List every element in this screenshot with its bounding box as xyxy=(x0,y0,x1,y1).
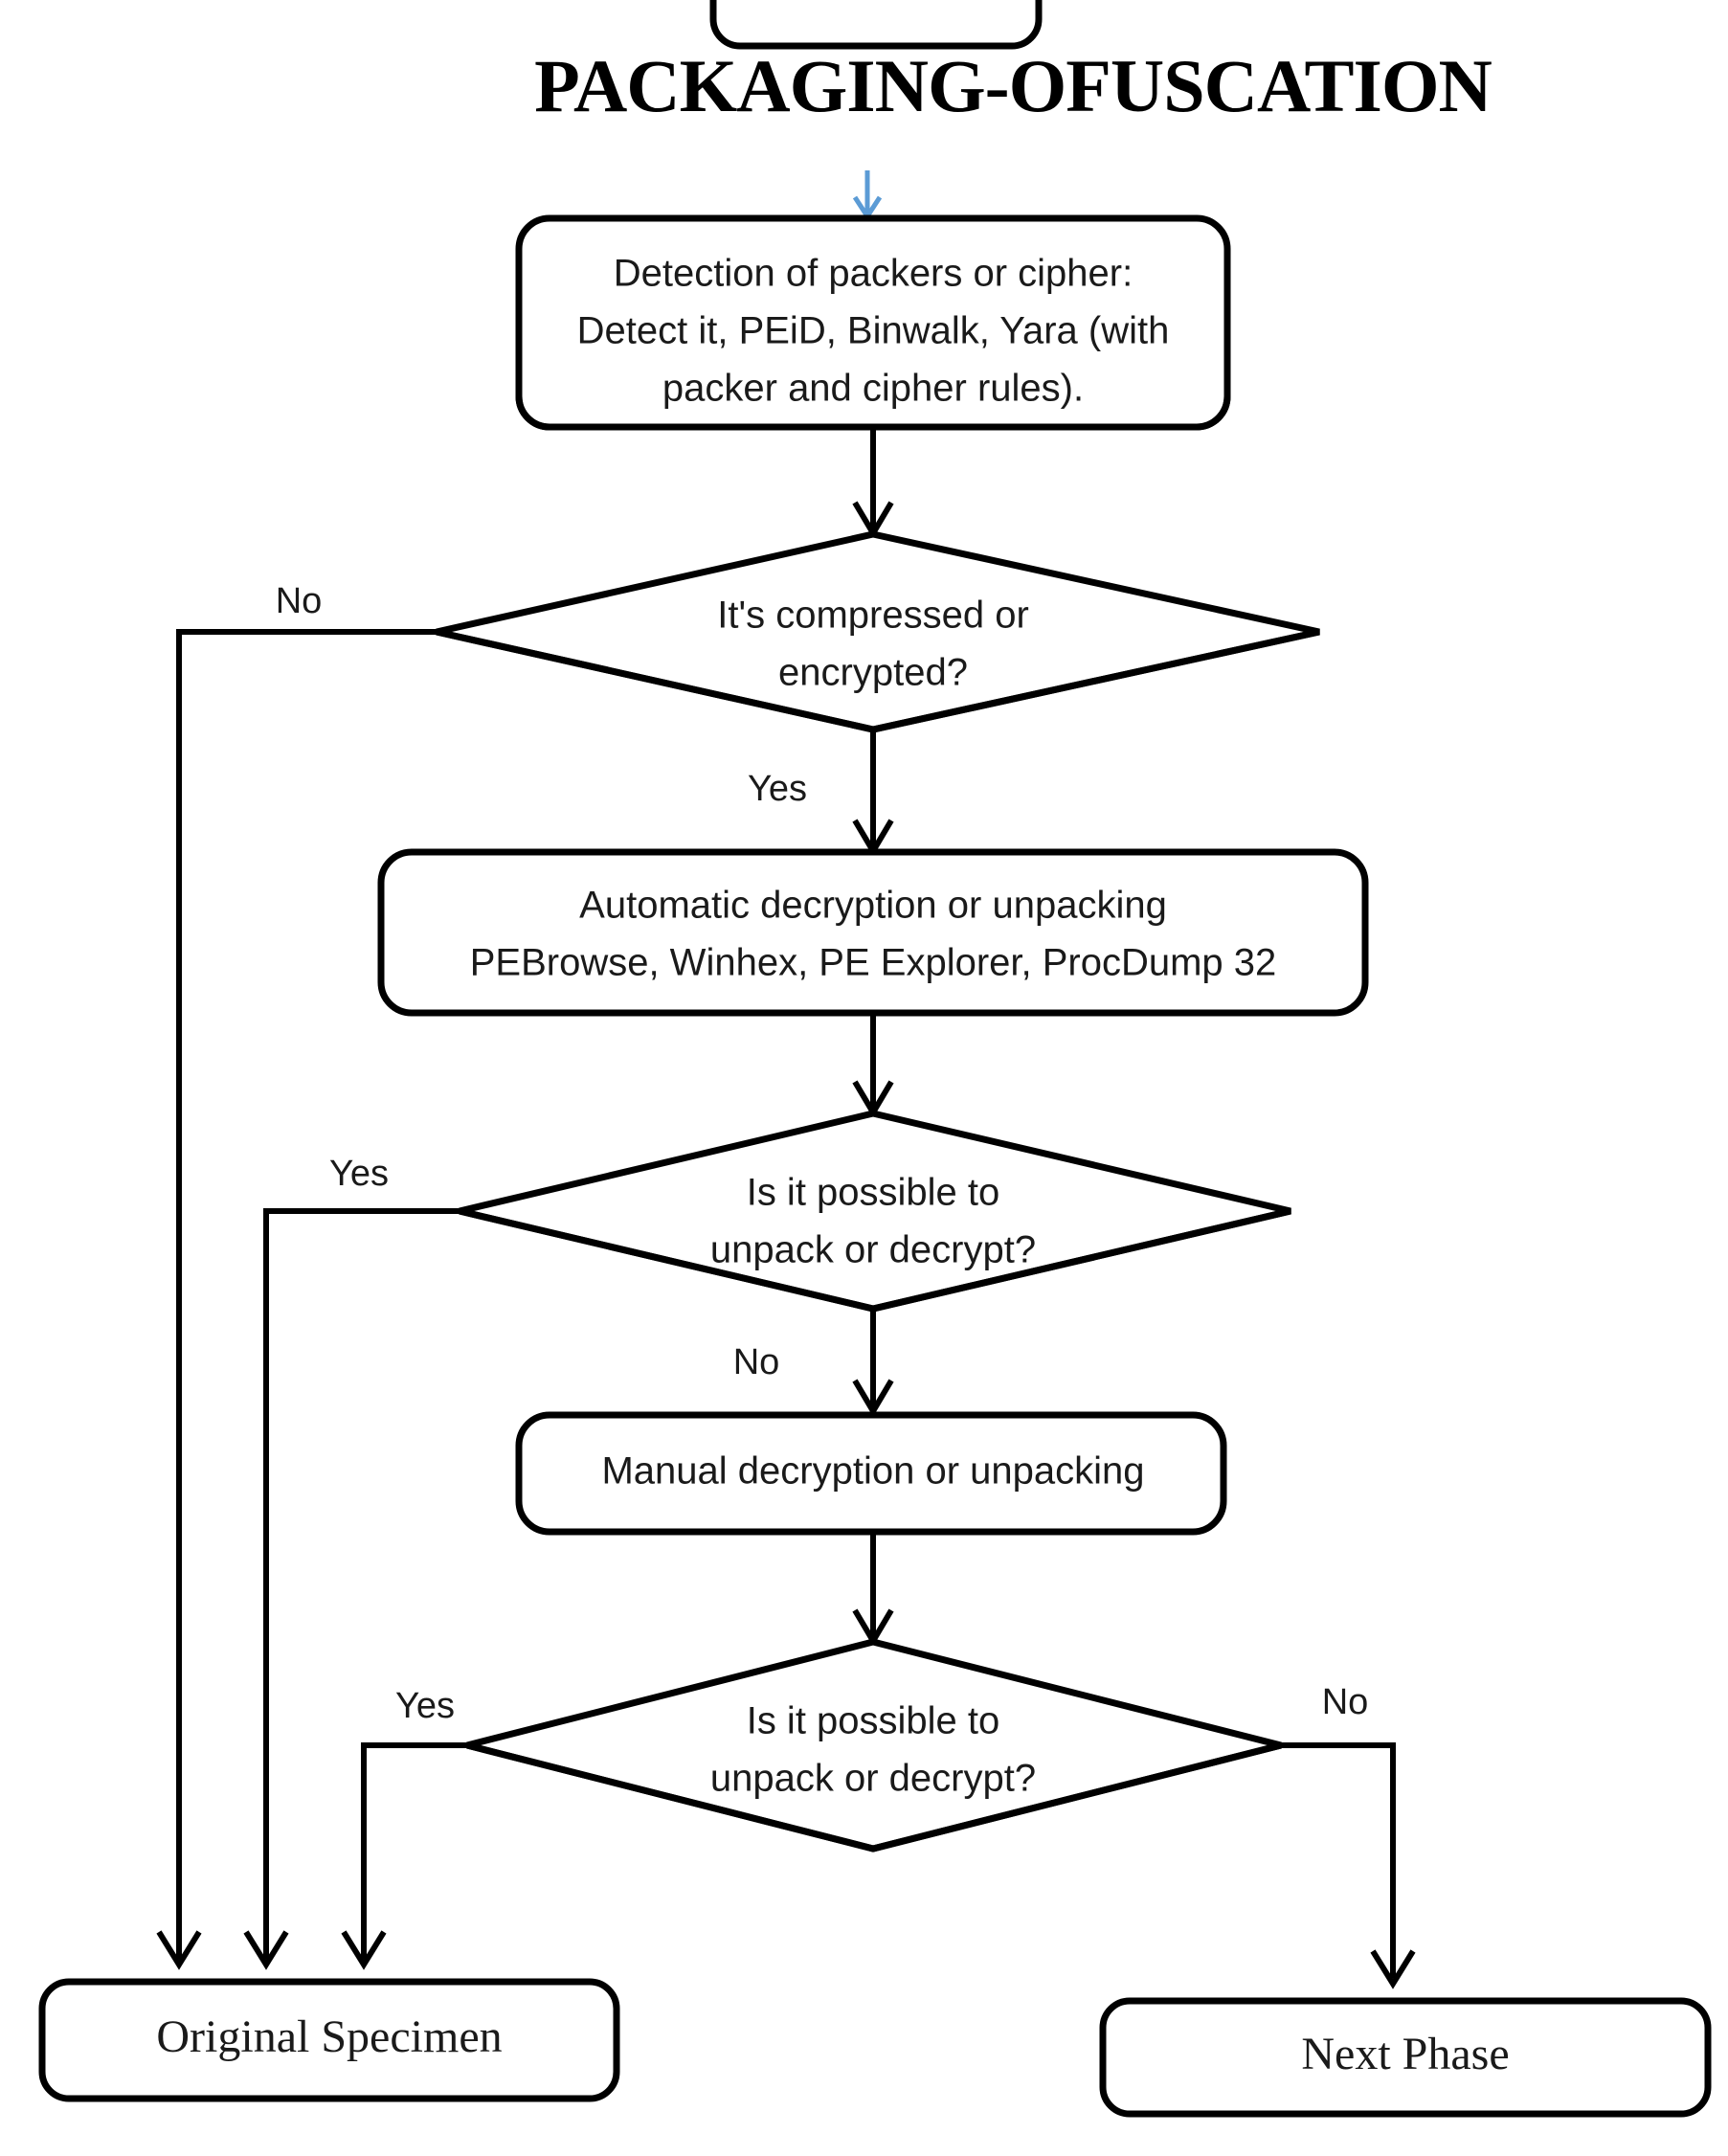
node-decision-possible-2-line-2: unpack or decrypt? xyxy=(710,1758,1036,1800)
node-decision-possible-1-line-1: Is it possible to xyxy=(747,1172,1000,1214)
node-auto-unpack-line-2: PEBrowse, Winhex, PE Explorer, ProcDump … xyxy=(470,942,1277,984)
edge-label-compressed-no: No xyxy=(276,581,323,621)
page-title: PACKAGING-OFUSCATION xyxy=(534,44,1492,127)
edge-possible1-no xyxy=(852,1309,894,1417)
node-decision-possible-2-shape xyxy=(466,1638,1282,1853)
edge-detection-to-compressed xyxy=(852,427,894,539)
node-decision-possible-2-line-1: Is it possible to xyxy=(747,1700,1000,1742)
entry-arrow-icon xyxy=(852,170,883,221)
edge-compressed-yes xyxy=(852,730,894,857)
node-next-phase[interactable]: Next Phase xyxy=(1099,1997,1712,2118)
node-original-specimen-label: Original Specimen xyxy=(156,2011,502,2062)
edge-compressed-no xyxy=(156,629,437,1970)
edge-label-possible2-yes: Yes xyxy=(395,1686,455,1726)
edge-auto-to-possible1 xyxy=(852,1013,894,1118)
node-original-specimen-shape xyxy=(38,1978,620,2102)
node-auto-unpack[interactable]: Automatic decryption or unpacking PEBrow… xyxy=(377,848,1369,1017)
edge-manual-to-possible2 xyxy=(852,1532,894,1647)
node-decision-possible-2-lower-edges xyxy=(466,1741,1282,1853)
edge-label-possible1-no: No xyxy=(733,1342,780,1382)
node-manual-unpack[interactable]: Manual decryption or unpacking xyxy=(515,1411,1227,1536)
edge-label-compressed-yes: Yes xyxy=(748,769,807,809)
edge-possible2-yes xyxy=(341,1742,467,1970)
node-detection-line-2: Detect it, PEiD, Binwalk, Yara (with xyxy=(577,310,1170,352)
node-decision-possible-1-line-2: unpack or decrypt? xyxy=(710,1229,1036,1271)
node-decision-possible-2[interactable]: Is it possible to unpack or decrypt? xyxy=(466,1638,1282,1853)
edge-possible1-yes xyxy=(243,1208,460,1970)
node-decision-compressed-line-1: It's compressed or xyxy=(717,595,1029,637)
node-auto-unpack-shape xyxy=(377,848,1369,1017)
node-auto-unpack-line-1: Automatic decryption or unpacking xyxy=(579,885,1167,927)
node-decision-compressed-line-2: encrypted? xyxy=(778,652,968,694)
node-original-specimen[interactable]: Original Specimen xyxy=(38,1978,620,2102)
node-decision-possible-1[interactable]: Is it possible to unpack or decrypt? xyxy=(459,1110,1291,1313)
node-detection-line-3: packer and cipher rules). xyxy=(662,368,1084,410)
title-banner-shape xyxy=(709,0,1043,50)
edge-possible2-no xyxy=(1281,1742,1416,1989)
node-manual-unpack-line-1: Manual decryption or unpacking xyxy=(601,1450,1144,1493)
edge-label-possible2-no: No xyxy=(1322,1682,1369,1722)
node-detection-corner-bl xyxy=(515,395,550,431)
edge-label-possible1-yes: Yes xyxy=(329,1154,389,1194)
node-next-phase-shape xyxy=(1099,1997,1712,2118)
node-decision-compressed[interactable]: It's compressed or encrypted? xyxy=(436,530,1320,733)
node-detection[interactable]: Detection of packers or cipher: Detect i… xyxy=(515,214,1231,431)
node-detection-line-1: Detection of packers or cipher: xyxy=(614,253,1133,295)
node-detection-corner-br xyxy=(1196,395,1231,431)
title-banner-rect xyxy=(709,0,1043,50)
node-next-phase-label: Next Phase xyxy=(1301,2029,1509,2079)
